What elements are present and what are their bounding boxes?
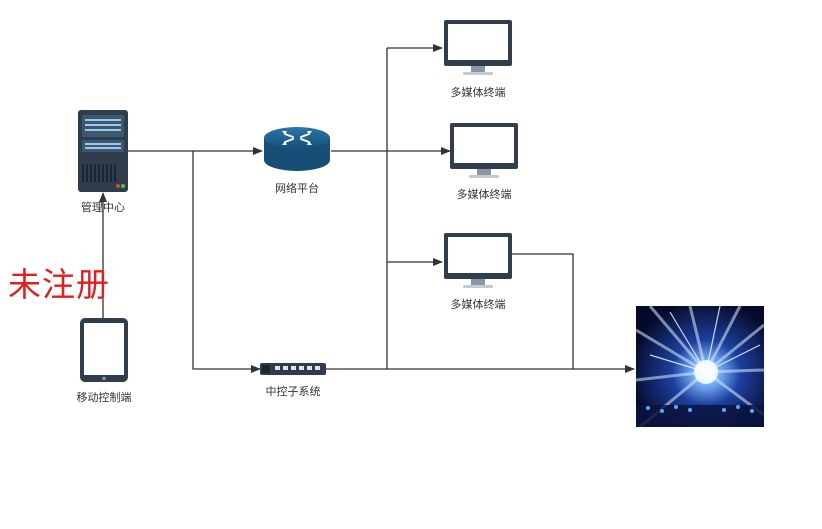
- edge-terminal-3-to-stage: [512, 253, 574, 369]
- terminal-2-label: 多媒体终端: [456, 188, 512, 201]
- router-icon: [264, 127, 330, 171]
- server-icon: [78, 110, 128, 192]
- terminal-1-label: 多媒体终端: [450, 86, 506, 99]
- edge-center-to-central-control: [192, 151, 261, 373]
- mobile-control-label: 移动控制端: [76, 391, 132, 404]
- management-center-label: 管理中心: [81, 201, 125, 214]
- monitor-icon: [450, 123, 518, 178]
- monitor-icon: [444, 233, 512, 288]
- terminal-3-label: 多媒体终端: [450, 298, 506, 311]
- connectors: [99, 44, 635, 373]
- central-control-label: 中控子系统: [265, 385, 321, 398]
- stage-lights-image: [636, 306, 764, 427]
- watermark-text: 未注册: [8, 265, 110, 304]
- switch-icon: [260, 363, 326, 375]
- network-platform-label: 网络平台: [275, 182, 319, 195]
- monitor-icon: [444, 20, 512, 75]
- tablet-icon: [80, 318, 128, 382]
